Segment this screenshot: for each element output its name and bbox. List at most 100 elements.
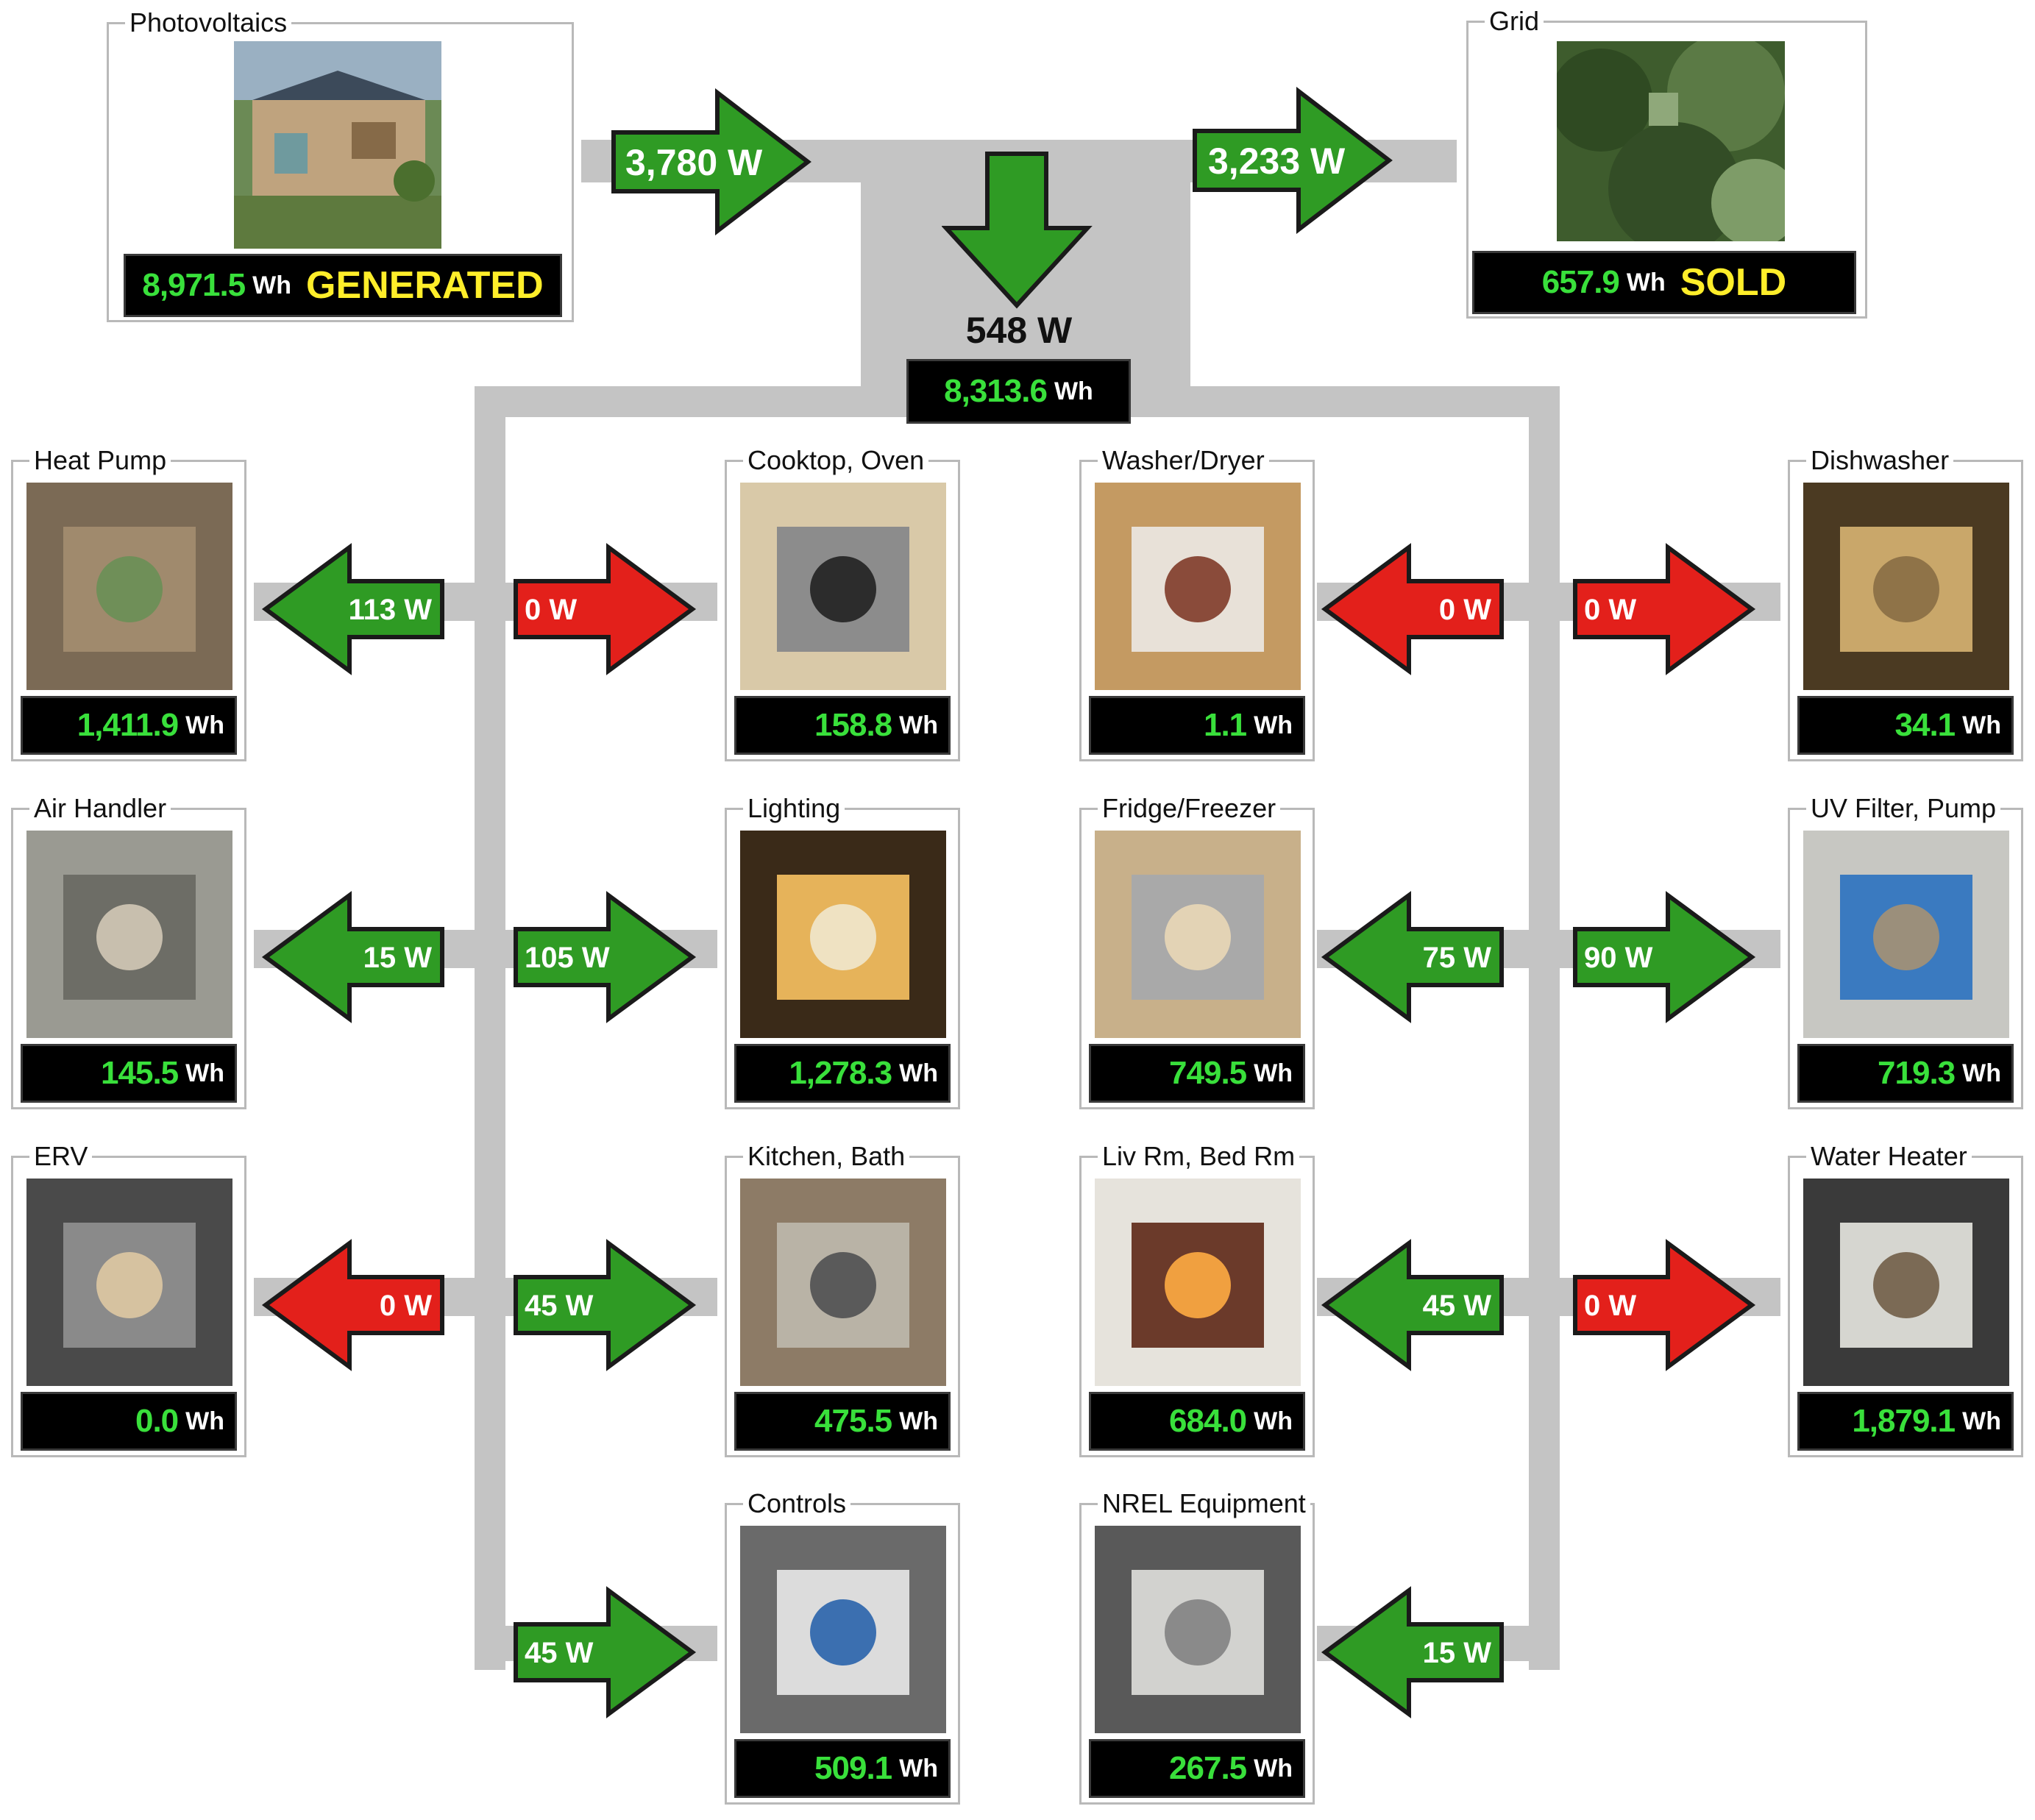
arrow-active-shape — [1321, 1586, 1504, 1718]
load-title: Washer/Dryer — [1098, 446, 1269, 475]
load-flow-arrow: 105 W — [514, 891, 697, 1023]
load-energy-unit: Wh — [185, 711, 224, 739]
house-energy: 8,313.6 — [944, 373, 1048, 409]
nrel-equipment-photo — [1095, 1526, 1301, 1733]
load-flow-label: 0 W — [525, 594, 577, 626]
load-flow-arrow: 0 W — [261, 1239, 444, 1371]
generated-label: GENERATED — [306, 264, 544, 307]
load-energy-unit: Wh — [1254, 1407, 1293, 1435]
load-flow-arrow: 15 W — [1321, 1586, 1504, 1718]
load-energy-unit: Wh — [1254, 1059, 1293, 1087]
arrow-active-shape — [514, 891, 697, 1023]
load-flow-arrow: 75 W — [1321, 891, 1504, 1023]
load-energy-value: 145.5 — [101, 1055, 179, 1091]
grid-panel: Grid 657.9 Wh SOLD — [1466, 7, 1867, 319]
grid-flow-label: 3,233 W — [1208, 141, 1346, 182]
arrow-inactive-shape — [514, 543, 697, 675]
load-energy-unit: Wh — [1962, 711, 2001, 739]
load-title: Controls — [743, 1489, 851, 1518]
load-energy-unit: Wh — [1962, 1059, 2001, 1087]
load-energy-value: 1.1 — [1203, 707, 1247, 743]
photovoltaics-photo — [234, 41, 441, 249]
load-title: Kitchen, Bath — [743, 1142, 910, 1171]
load-flow-label: 15 W — [363, 942, 433, 974]
load-energy-value: 0.0 — [135, 1403, 179, 1439]
generated-unit: Wh — [252, 271, 292, 299]
load-flow-label: 45 W — [525, 1637, 594, 1669]
load-flow-arrow: 0 W — [514, 543, 697, 675]
sold-energy: 657.9 — [1541, 264, 1620, 300]
load-flow-label: 15 W — [1423, 1637, 1492, 1669]
generated-energy: 8,971.5 — [142, 267, 246, 303]
photovoltaics-title: Photovoltaics — [125, 8, 292, 38]
grid-title: Grid — [1485, 7, 1544, 36]
air-handler-photo — [26, 831, 232, 1038]
kitchen-bath-photo — [740, 1179, 946, 1386]
load-energy-unit: Wh — [1962, 1407, 2001, 1435]
arrow-inactive-shape — [1321, 543, 1504, 675]
load-flow-arrow: 45 W — [514, 1586, 697, 1718]
arrow-active-shape — [1321, 891, 1504, 1023]
load-title: UV Filter, Pump — [1806, 794, 2001, 823]
arrow-active-shape — [514, 1586, 697, 1718]
load-energy-unit: Wh — [185, 1059, 224, 1087]
arrow-active-shape — [1573, 891, 1756, 1023]
washer-dryer-photo — [1095, 483, 1301, 690]
load-energy-value: 749.5 — [1169, 1055, 1247, 1091]
load-title: ERV — [29, 1142, 93, 1171]
load-title: NREL Equipment — [1098, 1489, 1310, 1518]
load-title: Cooktop, Oven — [743, 446, 929, 475]
load-title: Air Handler — [29, 794, 171, 823]
load-energy-value: 158.8 — [814, 707, 892, 743]
cooktop-oven-photo — [740, 483, 946, 690]
water-heater-photo — [1803, 1179, 2009, 1386]
load-energy-unit: Wh — [899, 1754, 938, 1782]
grid-readout: 657.9 Wh SOLD — [1472, 251, 1856, 314]
load-flow-label: 0 W — [380, 1290, 432, 1322]
load-flow-arrow: 0 W — [1573, 543, 1756, 675]
load-flow-label: 90 W — [1584, 942, 1653, 974]
heat-pump-photo — [26, 483, 232, 690]
arrow-active-shape — [261, 891, 444, 1023]
load-title: Water Heater — [1806, 1142, 1972, 1171]
load-energy-value: 719.3 — [1878, 1055, 1956, 1091]
load-title: Heat Pump — [29, 446, 171, 475]
load-flow-arrow: 90 W — [1573, 891, 1756, 1023]
load-flow-label: 75 W — [1423, 942, 1492, 974]
load-energy-value: 1,879.1 — [1852, 1403, 1956, 1439]
arrow-active-shape — [261, 543, 444, 675]
load-energy-unit: Wh — [1254, 1754, 1293, 1782]
load-flow-arrow: 15 W — [261, 891, 444, 1023]
sold-label: SOLD — [1680, 261, 1787, 304]
load-flow-arrow: 0 W — [1573, 1239, 1756, 1371]
arrow-inactive-shape — [1573, 543, 1756, 675]
pv-flow-label: 3,780 W — [625, 142, 763, 183]
arrow-inactive-shape — [1573, 1239, 1756, 1371]
lighting-photo — [740, 831, 946, 1038]
load-energy-unit: Wh — [899, 1059, 938, 1087]
load-title: Fridge/Freezer — [1098, 794, 1281, 823]
load-title: Dishwasher — [1806, 446, 1954, 475]
uv-filter-pump-photo — [1803, 831, 2009, 1038]
arrow-active-shape — [1321, 1239, 1504, 1371]
load-energy-value: 34.1 — [1894, 707, 1956, 743]
erv-photo — [26, 1179, 232, 1386]
photovoltaics-readout: 8,971.5 Wh GENERATED — [124, 254, 562, 317]
house-flow-total: 548 W — [965, 310, 1073, 351]
grid-photo — [1557, 41, 1785, 241]
load-energy-value: 475.5 — [814, 1403, 892, 1439]
